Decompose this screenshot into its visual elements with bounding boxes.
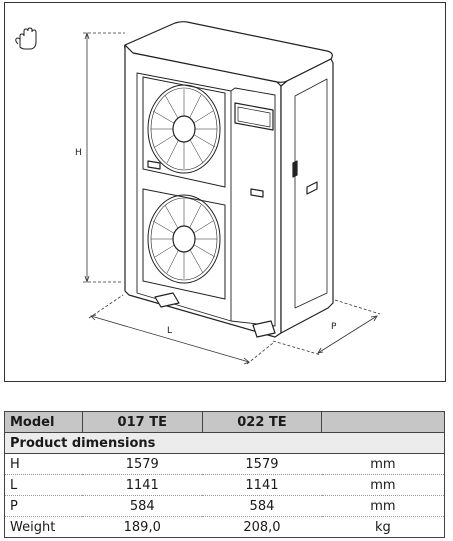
table-header-row: Model 017 TE 022 TE <box>4 411 445 433</box>
value-022te: 584 <box>202 495 322 517</box>
table-row: L 1141 1141 mm <box>4 474 445 496</box>
unit: mm <box>321 474 445 496</box>
length-dimension-label: L <box>167 326 172 336</box>
depth-dimension-line <box>272 299 381 356</box>
heat-pump-unit <box>124 21 334 338</box>
value-022te: 1579 <box>202 453 322 475</box>
unit: kg <box>321 516 445 538</box>
product-dimensions-table: Model 017 TE 022 TE Product dimensions H… <box>4 411 445 538</box>
table-row: H 1579 1579 mm <box>4 453 445 475</box>
product-drawing-panel: H L P <box>4 2 446 382</box>
row-label: L <box>4 474 83 496</box>
height-dimension-label: H <box>75 148 82 158</box>
row-label: P <box>4 495 83 517</box>
value-022te: 208,0 <box>202 516 322 538</box>
row-label: H <box>4 453 83 475</box>
section-row: Product dimensions <box>4 432 445 454</box>
lower-fan <box>142 188 226 300</box>
value-017te: 189,0 <box>82 516 203 538</box>
upper-fan <box>142 76 226 188</box>
value-017te: 1141 <box>82 474 203 496</box>
section-title: Product dimensions <box>4 432 445 454</box>
value-017te: 584 <box>82 495 203 517</box>
unit: mm <box>321 495 445 517</box>
value-017te: 1579 <box>82 453 203 475</box>
height-dimension-line <box>83 31 125 284</box>
value-022te: 1141 <box>202 474 322 496</box>
table-row: Weight 189,0 208,0 kg <box>4 516 445 538</box>
depth-dimension-label: P <box>331 322 337 332</box>
column-header-017te: 017 TE <box>81 411 203 433</box>
row-label: Weight <box>4 516 83 538</box>
column-header-022te: 022 TE <box>201 411 323 433</box>
table-row: P 584 584 mm <box>4 495 445 517</box>
column-header-model: Model <box>4 411 83 433</box>
pan-hand-icon[interactable] <box>15 27 37 50</box>
unit: mm <box>321 453 445 475</box>
column-header-unit <box>321 411 445 433</box>
heat-pump-outline-drawing: H L P <box>15 21 381 365</box>
length-dimension-line <box>88 294 274 365</box>
